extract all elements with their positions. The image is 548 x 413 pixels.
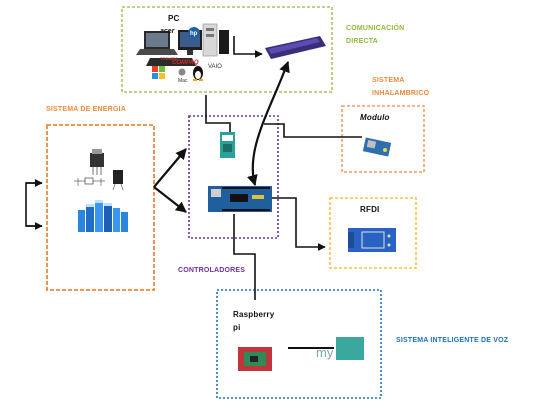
energia-to-arduino-bottom (153, 186, 187, 213)
arduino-nano-icon (220, 132, 235, 158)
comunicacion-box (121, 6, 333, 93)
controller-to-raspberry-line (233, 214, 256, 300)
inalambrico-label: SISTEMA INHALAMBRICO (372, 76, 429, 99)
raspberry-label-line2: pi (233, 323, 241, 332)
raspberry-pi-icon (238, 347, 272, 371)
rfdi-box (329, 197, 417, 269)
rfdi-label: RFDI (360, 205, 380, 214)
laptop-icon (136, 31, 178, 55)
pc-cluster: acer hp COMPAQ TOSHIBA VAIO Mac (136, 23, 229, 84)
raspberry-label: Raspberry pi (233, 310, 274, 333)
mac-logo: Mac (178, 78, 188, 84)
regulator-icon (90, 149, 104, 175)
inalambrico-label-line1: SISTEMA (372, 77, 405, 84)
raspberry-label-line1: Raspberry (233, 310, 275, 319)
linux-penguin-icon (193, 66, 203, 81)
energia-box (46, 124, 155, 291)
apple-logo-icon (178, 68, 186, 76)
voz-box (216, 289, 382, 399)
inalambrico-label-line2: INHALAMBRICO (372, 90, 430, 97)
comunicacion-label-line2: DIRECTA (346, 38, 378, 45)
batteries-icon (78, 200, 128, 232)
mega-to-rfdi-arrow (272, 197, 326, 251)
hp-logo-icon (188, 27, 200, 39)
energia-bracket (25, 182, 42, 227)
pc-to-controller-line (205, 95, 231, 134)
windows-logo-icon (152, 66, 165, 79)
energia-label: SISTEMA DE ENERGIA (46, 106, 126, 113)
programmer-mega-link (246, 60, 290, 187)
compaq-logo: COMPAQ (172, 60, 199, 66)
controller-to-modulo-line (264, 123, 362, 138)
modulo-label: Modulo (360, 113, 390, 122)
energia-to-arduino-top (153, 148, 187, 188)
programmer-board-icon (265, 36, 326, 59)
desktop-tower-icon (202, 23, 229, 57)
acer-logo: acer (160, 28, 176, 35)
controladores-label: CONTROLADORES (178, 267, 246, 274)
hp-logo: hp (190, 31, 198, 37)
comunicacion-label-line1: COMUNICACIÓN (346, 25, 405, 32)
arduino-mega-icon (208, 186, 272, 212)
voz-label: SISTEMA INTELIGENTE DE VOZ (396, 337, 509, 344)
regulator-schematic-icon (74, 170, 124, 191)
keyboard-icon (146, 58, 196, 66)
inalambrico-box (341, 105, 425, 173)
pc-to-programmer-arrow (233, 36, 263, 58)
vaio-logo: VAIO (208, 64, 222, 70)
wireless-module-icon (362, 137, 392, 157)
mycroft-text: my (316, 345, 334, 360)
pc-label: PC (168, 14, 180, 23)
comunicacion-label: COMUNICACIÓN DIRECTA (346, 24, 404, 47)
rfid-reader-icon (348, 228, 396, 252)
mycroft-logo-icon: my (316, 337, 364, 360)
toshiba-logo: TOSHIBA (160, 56, 178, 61)
